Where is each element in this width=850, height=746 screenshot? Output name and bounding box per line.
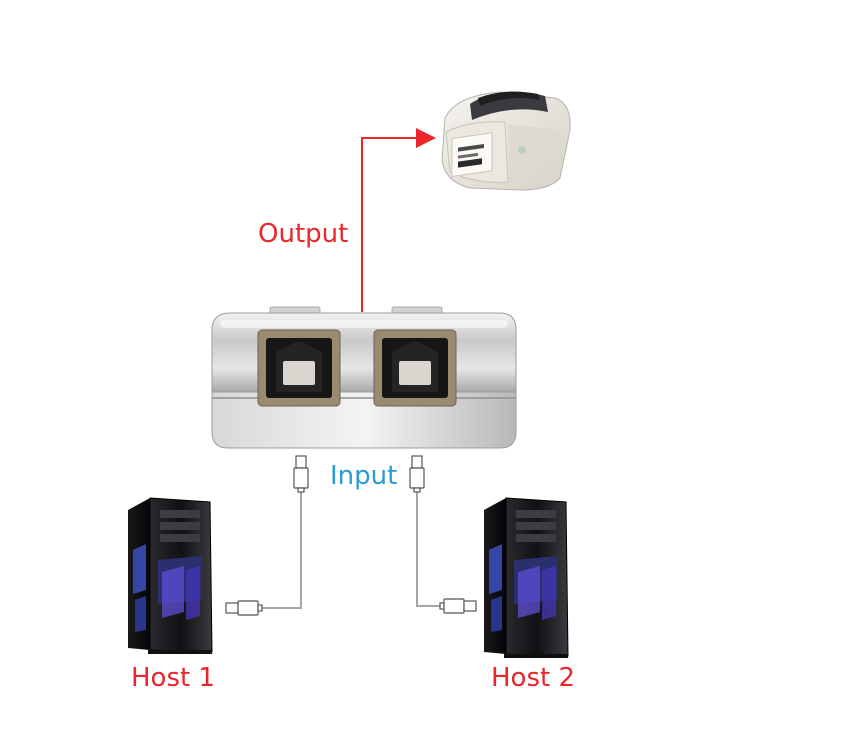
input-label: Input xyxy=(330,461,398,491)
pc-tower-host-2 xyxy=(484,497,569,658)
usb-b-port-1 xyxy=(257,329,341,407)
output-label: Output xyxy=(258,219,349,249)
printer xyxy=(441,91,571,191)
cable-host-1 xyxy=(262,492,302,609)
usb-switch-box xyxy=(211,306,517,449)
host-1-label: Host 1 xyxy=(131,663,216,693)
pc-tower-host-1 xyxy=(128,497,213,654)
usb-a-plug-icon xyxy=(409,455,425,493)
usb-a-plug-icon xyxy=(225,600,263,616)
cable-host-2 xyxy=(416,492,440,607)
usb-a-plug-icon xyxy=(293,455,309,493)
output-arrow xyxy=(361,128,436,312)
usb-a-plug-icon xyxy=(439,598,477,614)
usb-b-port-2 xyxy=(373,329,457,407)
host-2-label: Host 2 xyxy=(491,663,576,693)
